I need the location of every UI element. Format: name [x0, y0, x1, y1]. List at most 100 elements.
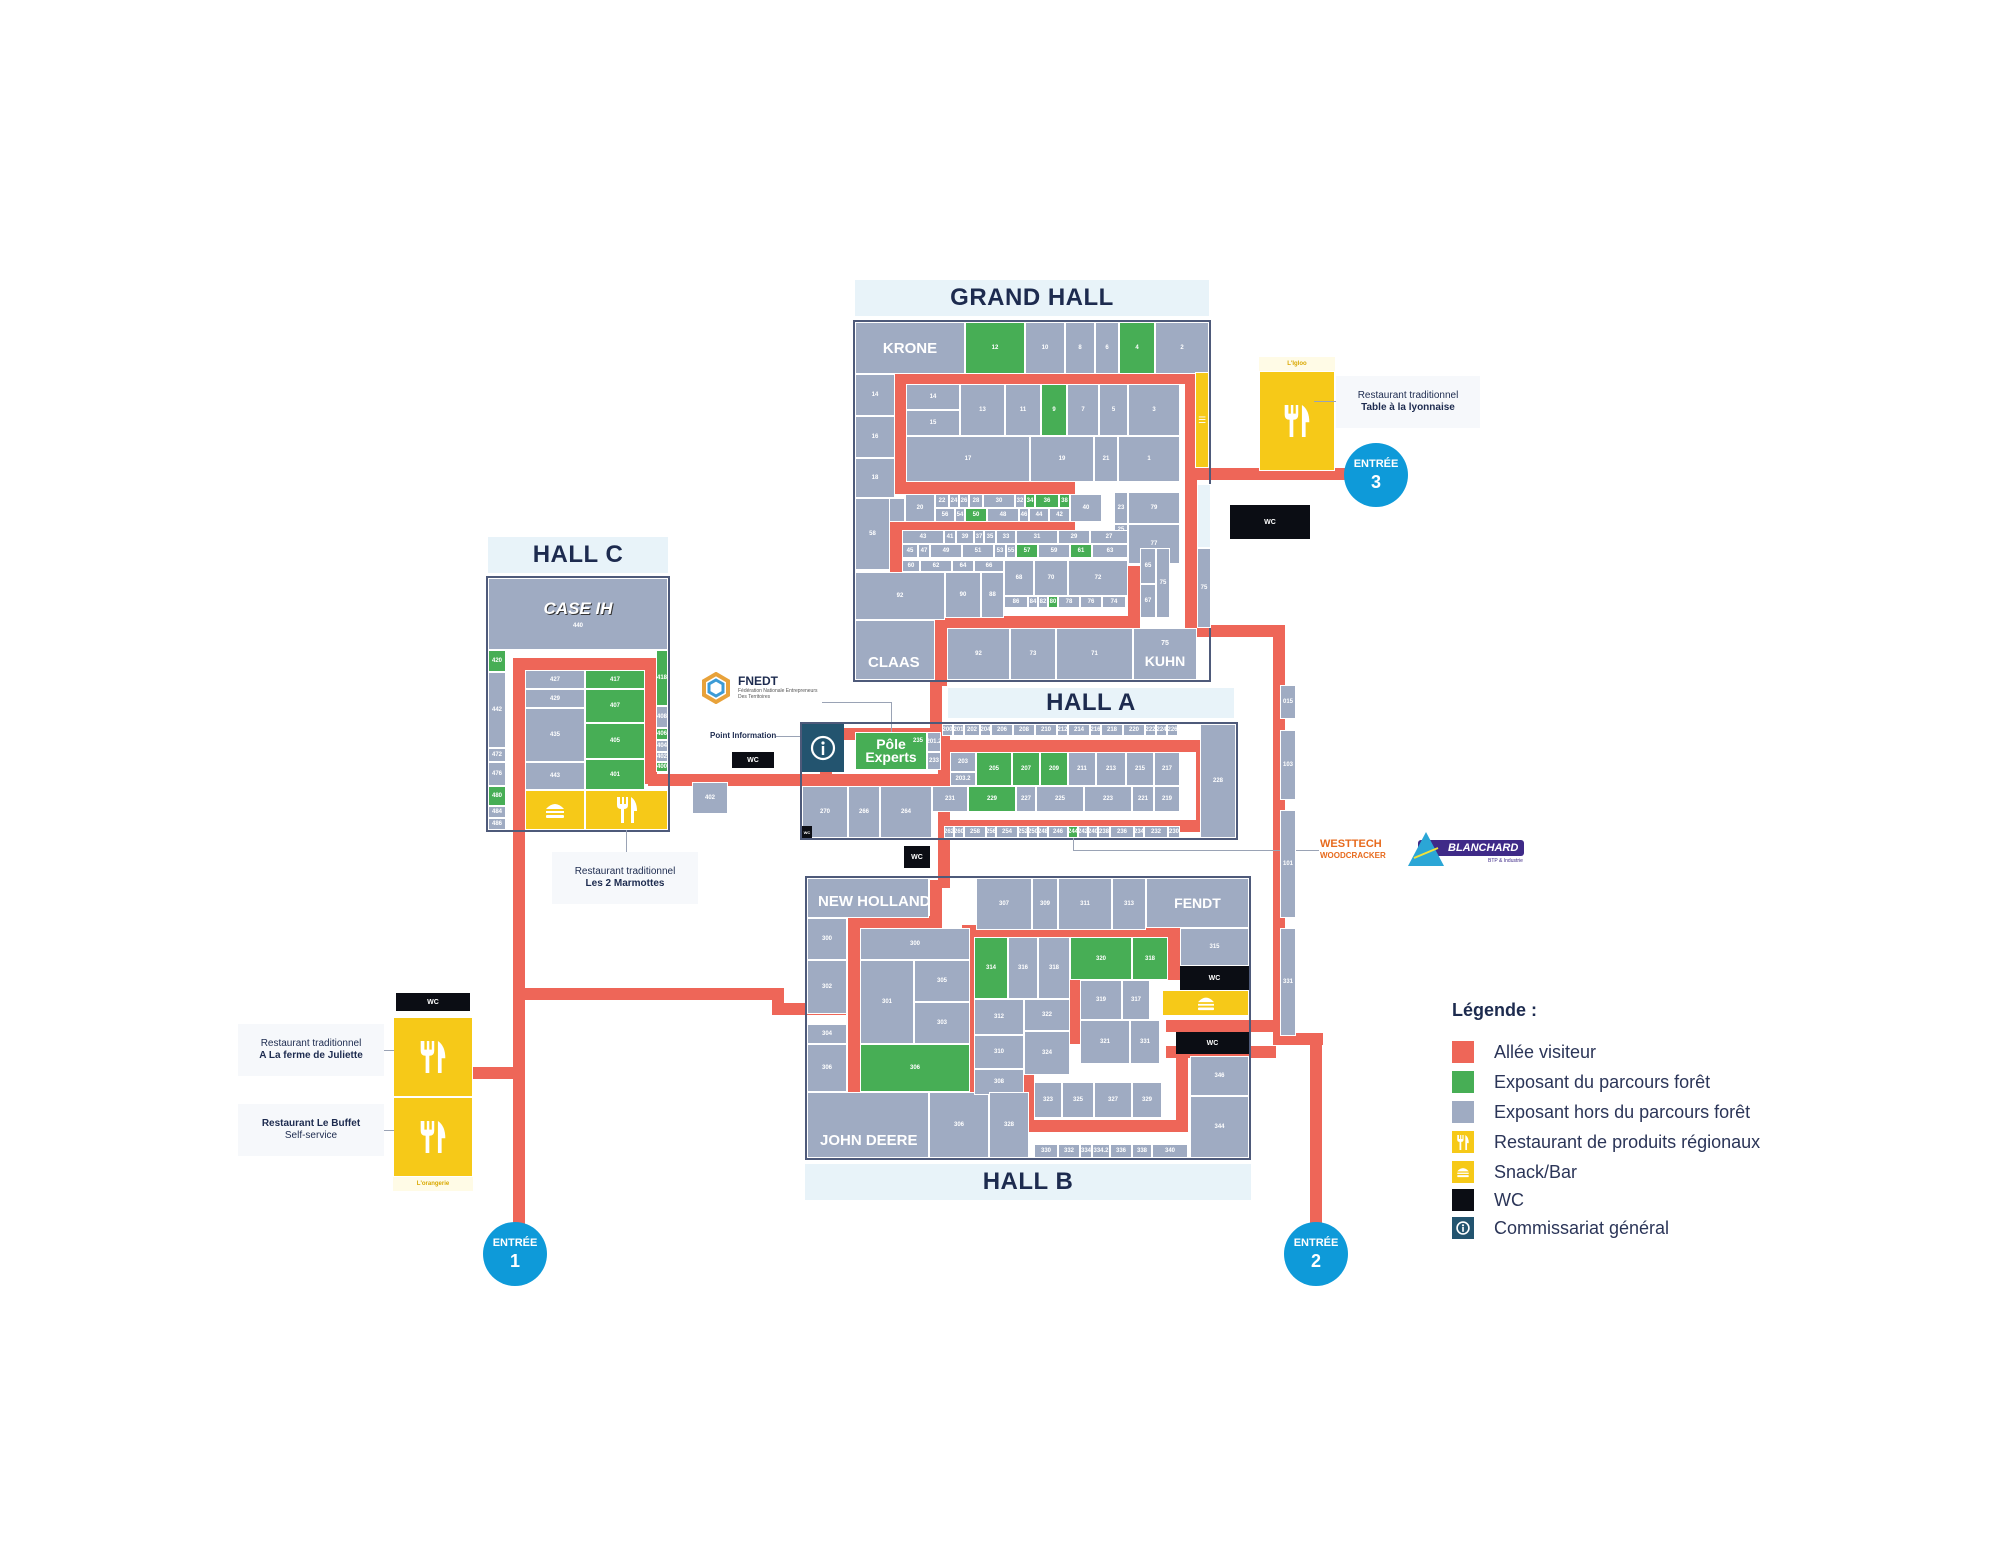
stand-402[interactable]: 402	[656, 752, 668, 762]
stand-260[interactable]: 260	[954, 826, 964, 838]
stand-18[interactable]: 18	[855, 458, 895, 498]
stand-322[interactable]: 322	[1024, 999, 1070, 1031]
stand-92[interactable]: 92	[855, 572, 945, 620]
stand-103[interactable]: 103	[1280, 730, 1296, 800]
stand-334[interactable]: 334	[1080, 1144, 1092, 1158]
stand-306[interactable]: 306	[860, 1044, 970, 1092]
wc-grand-hall-east[interactable]: WC	[1230, 505, 1310, 539]
stand-252[interactable]: 252	[1018, 826, 1028, 838]
stand-45[interactable]: 45	[902, 544, 918, 558]
snack-bar-hall-b[interactable]	[1162, 990, 1249, 1016]
stand-10[interactable]: 10	[1025, 322, 1065, 374]
stand-420[interactable]: 420	[488, 650, 506, 672]
stand-443[interactable]: 443	[525, 762, 585, 790]
stand-47[interactable]: 47	[918, 544, 930, 558]
stand-331[interactable]: 331	[1130, 1020, 1160, 1064]
entrance-3[interactable]: ENTRÉE 3	[1344, 443, 1408, 507]
stand-300[interactable]: 300	[807, 918, 847, 960]
restaurant-les-2-marmottes[interactable]	[585, 790, 668, 830]
stand-316[interactable]: 316	[1008, 937, 1038, 999]
stand-310[interactable]: 310	[974, 1035, 1024, 1069]
stand-86[interactable]: 86	[1004, 596, 1028, 608]
stand-230[interactable]: 230	[1168, 826, 1180, 838]
stand-015[interactable]: 015	[1280, 685, 1296, 719]
stand-54[interactable]: 54	[955, 508, 965, 522]
stand-210[interactable]: 210	[1035, 724, 1057, 736]
stand-232[interactable]: 232	[1144, 826, 1168, 838]
stand-28[interactable]: 28	[969, 494, 983, 508]
stand-203-2[interactable]: 203.2	[950, 772, 976, 786]
stand-229[interactable]: 229	[968, 786, 1016, 812]
stand-12[interactable]: 12	[965, 322, 1025, 374]
stand-63[interactable]: 63	[1092, 544, 1128, 558]
stand-338[interactable]: 338	[1132, 1144, 1152, 1158]
stand-39[interactable]: 39	[956, 530, 974, 544]
stand-328[interactable]: 328	[989, 1092, 1029, 1158]
stand-21[interactable]: 21	[1094, 436, 1118, 482]
commissariat-general[interactable]	[802, 724, 844, 772]
restaurant-le-buffet[interactable]	[393, 1097, 473, 1177]
stand-53[interactable]: 53	[994, 544, 1006, 558]
stand-404[interactable]: 404	[656, 740, 668, 752]
stand-254[interactable]: 254	[996, 826, 1018, 838]
stand-56[interactable]: 56	[935, 508, 955, 522]
stand-218[interactable]: 218	[1101, 724, 1123, 736]
stand-214[interactable]: 214	[1068, 724, 1090, 736]
stand-329[interactable]: 329	[1132, 1082, 1162, 1118]
stand-59[interactable]: 59	[1038, 544, 1070, 558]
stand-242[interactable]: 242	[1078, 826, 1088, 838]
stand-315[interactable]: 315	[1180, 928, 1249, 966]
wc-hall-a-south[interactable]: WC	[904, 846, 930, 868]
stand-101[interactable]: 101	[1280, 810, 1296, 918]
stand-306b[interactable]: 306	[807, 1044, 847, 1092]
stand-226[interactable]: 226	[1167, 724, 1178, 736]
stand-400[interactable]: 400	[656, 762, 668, 772]
restaurant-table-lyonnaise[interactable]	[1259, 371, 1335, 471]
stand-24[interactable]: 24	[949, 494, 959, 508]
stand-472[interactable]: 472	[488, 748, 506, 762]
stand-203[interactable]: 203	[950, 752, 976, 772]
stand-330[interactable]: 330	[1034, 1144, 1058, 1158]
stand-225[interactable]: 225	[1036, 786, 1084, 812]
stand-14[interactable]: 14	[855, 374, 895, 416]
restaurant-ferme-de-juliette[interactable]	[393, 1017, 473, 1097]
stand-201-2[interactable]: 201.2	[927, 732, 941, 752]
stand-221[interactable]: 221	[1132, 786, 1154, 812]
stand-40[interactable]: 40	[1070, 494, 1102, 522]
stand-72[interactable]: 72	[1068, 560, 1128, 596]
stand-78[interactable]: 78	[1058, 596, 1080, 608]
stand-231[interactable]: 231	[932, 786, 968, 812]
stand-50[interactable]: 50	[965, 508, 987, 522]
stand-408[interactable]: 408	[656, 706, 668, 728]
stand-340[interactable]: 340	[1152, 1144, 1188, 1158]
stand-228[interactable]: 228	[1200, 724, 1236, 838]
stand-19[interactable]: 19	[1030, 436, 1094, 482]
stand-46[interactable]: 46	[1019, 508, 1029, 522]
stand-200[interactable]: 200	[942, 724, 953, 736]
stand-407[interactable]: 407	[585, 689, 645, 723]
stand-70[interactable]: 70	[1034, 560, 1068, 596]
stand-new-holland[interactable]: NEW HOLLAND	[807, 878, 929, 918]
stand-13[interactable]: 13	[960, 384, 1005, 436]
snack-bar-grand-hall[interactable]: ☰	[1195, 372, 1209, 468]
stand-75b[interactable]: 75	[1197, 548, 1211, 628]
stand-fendt[interactable]: FENDT	[1146, 878, 1249, 928]
stand-73[interactable]: 73	[1010, 628, 1056, 680]
stand-71[interactable]: 71	[1056, 628, 1133, 680]
stand-36[interactable]: 36	[1035, 494, 1059, 508]
stand-60[interactable]: 60	[902, 560, 920, 572]
stand-krone[interactable]: KRONE	[855, 322, 965, 374]
stand-258[interactable]: 258	[964, 826, 986, 838]
stand-311[interactable]: 311	[1058, 878, 1112, 930]
wc-hall-b-2[interactable]: WC	[1176, 1032, 1249, 1054]
stand-304[interactable]: 304	[807, 1024, 847, 1044]
stand-23[interactable]: 23	[1114, 492, 1128, 524]
stand-84[interactable]: 84	[1028, 596, 1038, 608]
stand-15[interactable]: 15	[906, 410, 960, 436]
stand-208[interactable]: 208	[1013, 724, 1035, 736]
stand-303[interactable]: 303	[914, 1002, 970, 1044]
stand-264[interactable]: 264	[880, 786, 932, 838]
stand-301[interactable]: 301	[860, 960, 914, 1044]
stand-405[interactable]: 405	[585, 723, 645, 759]
stand-17[interactable]: 17	[906, 436, 1030, 482]
